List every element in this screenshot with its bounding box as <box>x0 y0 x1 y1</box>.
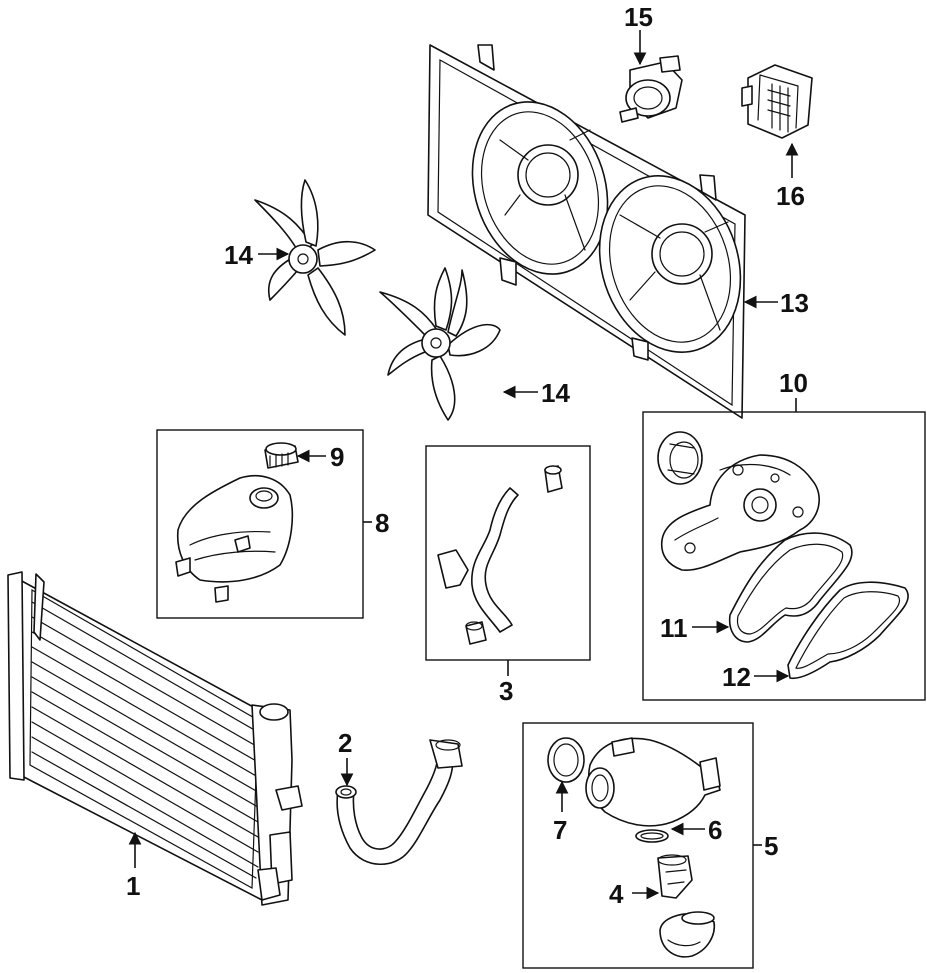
callout-12: 12 <box>722 662 751 692</box>
bypass-hose-part <box>437 465 563 645</box>
callout-11: 11 <box>660 613 688 643</box>
callout-6: 6 <box>708 815 722 845</box>
radiator-hose-part <box>335 739 463 865</box>
callout-8: 8 <box>375 508 389 538</box>
reservoir-group-box <box>156 429 364 619</box>
callout-16: 16 <box>776 181 805 211</box>
callout-7: 7 <box>553 815 567 845</box>
reservoir-cap-part <box>264 442 299 469</box>
fan-blade-lower-part <box>379 267 501 421</box>
fan-shroud-part <box>427 44 746 419</box>
coolant-reservoir-part <box>175 474 294 603</box>
water-pump-gasket-lower-part <box>787 581 909 680</box>
thermostat-part <box>657 854 693 899</box>
callout-9: 9 <box>330 442 344 472</box>
callout-1: 1 <box>126 871 140 901</box>
leader-lines <box>128 30 799 900</box>
callout-5: 5 <box>764 831 778 861</box>
thermostat-housing-part <box>585 737 721 827</box>
callout-3: 3 <box>499 676 513 706</box>
callout-14a: 14 <box>224 240 253 270</box>
callout-labels: 1 2 3 4 5 6 7 8 9 10 11 12 13 14 14 15 1… <box>126 2 809 909</box>
callout-15: 15 <box>624 2 653 32</box>
thermostat-seal-part <box>547 737 585 783</box>
callout-13: 13 <box>780 288 809 318</box>
callout-2: 2 <box>338 728 352 758</box>
thermostat-o-ring-part <box>635 829 669 843</box>
water-pump-gasket-upper-part <box>728 532 853 643</box>
water-pump-part <box>657 431 820 571</box>
fan-motor-part <box>619 55 683 123</box>
callout-14b: 14 <box>541 378 570 408</box>
fan-control-module-part <box>741 64 813 139</box>
water-outlet-part <box>659 911 716 958</box>
water-pump-group-box <box>642 411 926 701</box>
callout-10: 10 <box>779 368 808 398</box>
radiator-part <box>7 571 303 906</box>
fan-blade-upper-part <box>254 179 376 336</box>
callout-4: 4 <box>609 879 624 909</box>
